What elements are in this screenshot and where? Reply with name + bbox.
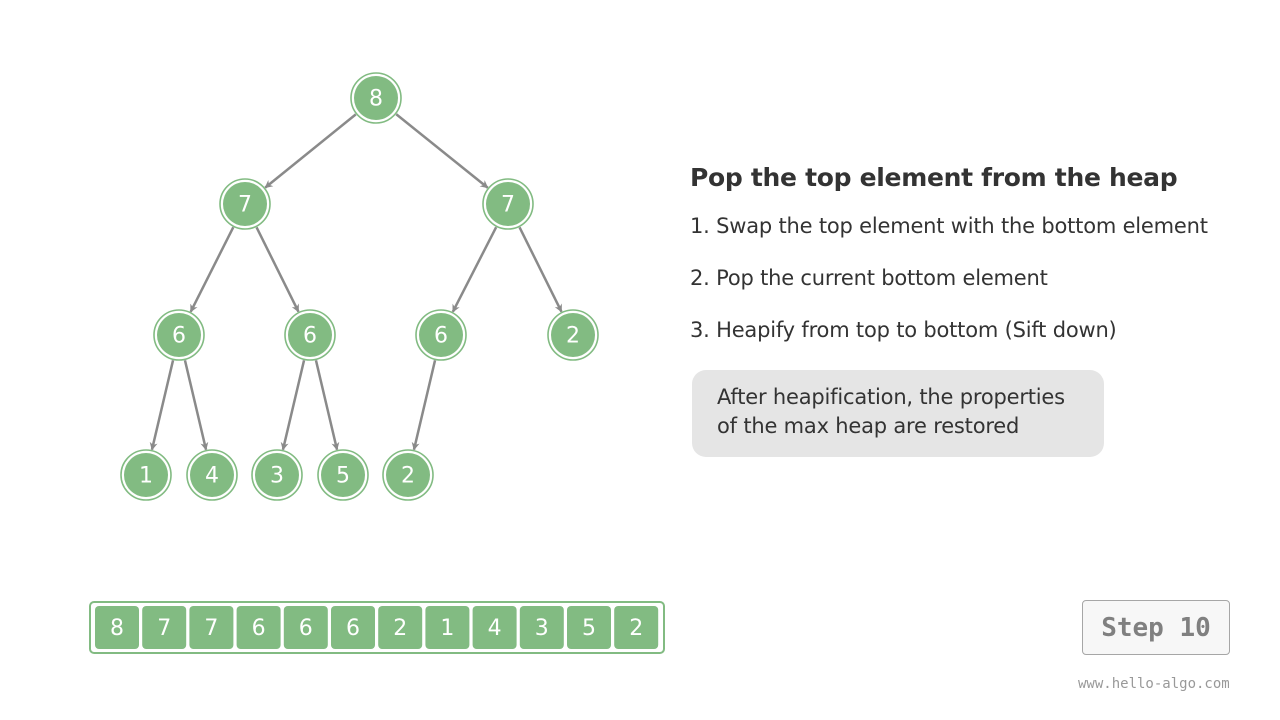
- step-heapify: 3. Heapify from top to bottom (Sift down…: [690, 318, 1117, 342]
- edge-0-1: [264, 113, 357, 189]
- note-line-1: After heapification, the properties: [717, 385, 1065, 409]
- tree-node-value-6: 2: [566, 324, 580, 349]
- array-cell-value-3: 6: [252, 616, 266, 641]
- tree-node-10: 5: [317, 449, 369, 501]
- tree-node-1: 7: [219, 178, 271, 230]
- array-cell-1: 7: [142, 606, 187, 649]
- tree-node-value-9: 3: [270, 464, 284, 489]
- note-line-2: of the max heap are restored: [717, 414, 1020, 438]
- tree-node-0: 8: [350, 72, 402, 124]
- array-cell-value-1: 7: [157, 616, 171, 641]
- array-cell-value-2: 7: [204, 616, 218, 641]
- array-cell-2: 7: [189, 606, 234, 649]
- array-cell-8: 4: [472, 606, 517, 649]
- array-cell-value-5: 6: [346, 616, 360, 641]
- step-badge: Step 10: [1082, 600, 1230, 655]
- array-cell-4: 6: [283, 606, 328, 649]
- edge-2-5: [451, 226, 498, 313]
- tree-node-value-1: 7: [238, 193, 252, 218]
- array-cell-value-11: 2: [629, 616, 643, 641]
- step-swap: 1. Swap the top element with the bottom …: [690, 214, 1208, 238]
- array-cell-value-9: 3: [535, 616, 549, 641]
- array-cell-10: 5: [567, 606, 611, 649]
- edge-4-9: [280, 360, 306, 451]
- tree-node-value-5: 6: [434, 324, 448, 349]
- array-cell-value-4: 6: [299, 616, 313, 641]
- tree-node-value-2: 7: [501, 193, 515, 218]
- array-cell-7: 1: [425, 606, 470, 649]
- tree-node-value-10: 5: [336, 464, 350, 489]
- tree-node-4: 6: [284, 309, 336, 361]
- tree-node-value-8: 4: [205, 464, 219, 489]
- array-cell-3: 6: [236, 606, 281, 649]
- watermark: www.hello-algo.com: [1078, 676, 1230, 692]
- tree-node-11: 2: [382, 449, 434, 501]
- tree-node-value-3: 6: [172, 324, 186, 349]
- tree-edges: [149, 113, 563, 451]
- edge-0-2: [395, 113, 489, 189]
- array-cell-value-6: 2: [393, 616, 407, 641]
- tree-node-6: 2: [547, 309, 599, 361]
- tree-nodes: 8 7 7 6 6 6 2 1 4 3 5 2: [120, 72, 599, 501]
- array-cell-value-10: 5: [582, 616, 596, 641]
- array-cell-value-8: 4: [488, 616, 502, 641]
- tree-node-value-11: 2: [401, 464, 415, 489]
- array-cell-5: 6: [331, 606, 375, 649]
- edge-4-10: [314, 360, 340, 451]
- tree-node-8: 4: [186, 449, 238, 501]
- heap-array: 8 7 7 6 6 6 2 1 4 3 5 2: [89, 601, 665, 654]
- array-cell-0: 8: [95, 606, 139, 649]
- tree-node-2: 7: [482, 178, 534, 230]
- tree-node-7: 1: [120, 449, 172, 501]
- array-cell-11: 2: [614, 606, 659, 649]
- page-title: Pop the top element from the heap: [690, 163, 1178, 192]
- tree-node-3: 6: [153, 309, 205, 361]
- edge-3-8: [183, 360, 209, 451]
- array-cell-6: 2: [378, 606, 423, 649]
- edge-1-4: [255, 226, 300, 313]
- tree-node-value-7: 1: [139, 464, 153, 489]
- edge-3-7: [149, 360, 175, 451]
- tree-node-5: 6: [415, 309, 467, 361]
- note-box: After heapification, the properties of t…: [692, 370, 1104, 457]
- array-cell-value-7: 1: [440, 616, 454, 641]
- edge-5-11: [411, 360, 437, 451]
- tree-node-value-4: 6: [303, 324, 317, 349]
- step-pop: 2. Pop the current bottom element: [690, 266, 1048, 290]
- edge-1-3: [189, 226, 235, 313]
- edge-2-6: [518, 226, 563, 313]
- array-cell-9: 3: [519, 606, 564, 649]
- array-cell-value-0: 8: [110, 616, 124, 641]
- tree-node-9: 3: [251, 449, 303, 501]
- tree-node-value-0: 8: [369, 87, 383, 112]
